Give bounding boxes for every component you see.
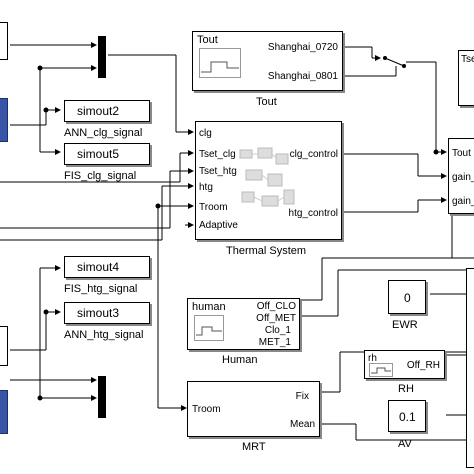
simout4-block[interactable]: simout4 [64,256,150,278]
thermal-in-htg: htg [199,182,213,193]
human-out-met-1: MET_1 [258,337,291,348]
human-title: human [192,301,226,313]
simout4-caption: FIS_htg_signal [64,283,138,295]
rh-icon [369,363,393,377]
mux-top[interactable] [98,36,106,78]
left-block-bottom[interactable] [0,326,8,366]
human-icon [194,315,224,341]
human-block[interactable]: human Off_CLO Off_MET Clo_1 MET_1 [187,298,300,350]
mux-bottom[interactable] [98,376,106,418]
thermal-internal-icon [239,147,295,207]
rh-block[interactable]: rh Off_RH [364,350,445,379]
human-out-off-met: Off_MET [256,313,296,324]
right-port-tout: Tout [452,148,471,159]
thermal-out-htg-control: htg_control [288,208,338,219]
simout2-caption: ANN_clg_signal [64,127,143,139]
left-scope-bottom[interactable] [0,390,8,434]
human-out-off-clo: Off_CLO [256,301,296,312]
right-port-gain-2: gain_ [452,196,474,207]
left-scope-top[interactable] [0,98,8,142]
mrt-out-fix: Fix [295,391,309,402]
right-subsystem-gains[interactable]: Tout gain_ gain_ [448,138,474,214]
right-port-gain-1: gain_ [452,172,474,183]
simout5-caption: FIS_clg_signal [64,170,137,182]
right-subsystem-top[interactable]: Tse [458,50,474,106]
thermal-in-tset-clg: Tset_clg [199,149,236,160]
tout-title: Tout [197,34,218,46]
tout-input-1: Shanghai_0720 [267,42,338,53]
tout-input-2: Shanghai_0801 [267,71,338,82]
right-top-title: Tse [461,54,474,65]
simout2-block[interactable]: simout2 [64,100,150,122]
simout4-label: simout4 [77,260,120,274]
ewr-caption: EWR [392,319,418,331]
mrt-in-troom: Troom [192,404,221,415]
simout2-label: simout2 [77,104,120,118]
simout3-caption: ANN_htg_signal [64,329,144,341]
thermal-system-block[interactable]: clg Tset_clg Tset_htg htg Troom Adaptive [195,121,342,240]
right-edge-block[interactable] [466,268,474,468]
ewr-constant[interactable]: 0 [388,280,426,314]
thermal-out-clg-control: clg_control [289,149,338,160]
mrt-block[interactable]: Troom Fix Mean [187,381,320,437]
rh-caption: RH [398,383,414,395]
thermal-in-tset-htg: Tset_htg [199,166,237,177]
tout-caption: Tout [256,96,277,108]
thermal-in-adaptive: Adaptive [199,220,238,231]
av-value: 0.1 [399,410,416,424]
left-block-top[interactable] [0,22,8,60]
simout3-label: simout3 [77,306,120,320]
av-constant[interactable]: 0.1 [388,400,426,432]
human-out-clo-1: Clo_1 [264,325,291,336]
mrt-caption: MRT [242,441,266,453]
tout-subsystem[interactable]: Tout Shanghai_0720 Shanghai_0801 [192,31,343,91]
simout3-block[interactable]: simout3 [64,302,150,324]
mrt-out-mean: Mean [289,419,315,430]
av-caption: AV [398,438,412,450]
tout-icon [199,48,241,78]
human-caption: Human [222,354,258,366]
rh-title: rh [368,353,377,364]
simout5-label: simout5 [77,147,120,161]
ewr-value: 0 [404,291,411,305]
thermal-caption: Thermal System [226,245,307,257]
thermal-in-clg: clg [199,128,212,139]
thermal-in-troom: Troom [199,202,228,213]
rh-out-off-rh: Off_RH [406,360,440,371]
simout5-block[interactable]: simout5 [64,143,150,165]
